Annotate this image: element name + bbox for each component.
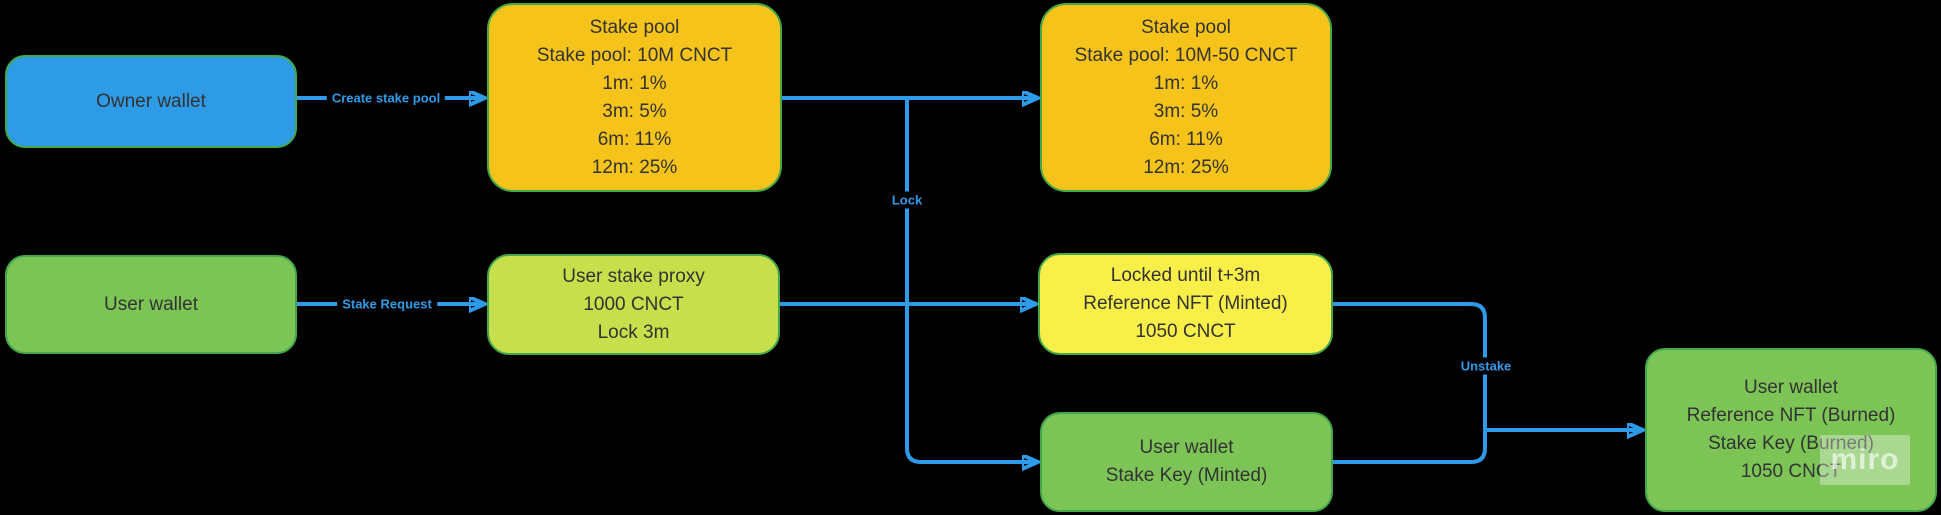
node-text-line: Stake Key (Burned) (1708, 433, 1874, 454)
node-user-wallet-stake-key[interactable]: User wallet Stake Key (Minted) (1040, 412, 1333, 512)
node-text-line: Owner wallet (96, 90, 206, 112)
node-user-wallet[interactable]: User wallet (5, 255, 297, 354)
node-text-line: Lock 3m (597, 321, 670, 343)
edge-unstake-merge-line[interactable] (1333, 302, 1487, 464)
edge-label-stake-request[interactable]: Stake Request (337, 295, 437, 313)
node-text-line: User wallet (104, 293, 198, 315)
node-stake-pool-updated[interactable]: Stake pool Stake pool: 10M-50 CNCT 1m: 1… (1040, 3, 1332, 192)
node-text-line: Stake pool (1141, 16, 1231, 38)
node-locked-stake[interactable]: Locked until t+3m Reference NFT (Minted)… (1038, 253, 1333, 355)
node-text-line: 1050 CNCT (1135, 321, 1236, 342)
node-text-line: 3m: 5% (602, 100, 667, 122)
node-text-line: 3m: 5% (1153, 100, 1219, 122)
node-text-line: User stake proxy (562, 265, 705, 287)
node-text-line: Reference NFT (Burned) (1686, 405, 1896, 426)
node-text-line: 1050 CNCT (1740, 461, 1842, 482)
node-text-line: User wallet (1744, 377, 1838, 398)
node-stake-pool-initial[interactable]: Stake pool Stake pool: 10M CNCT 1m: 1% 3… (487, 3, 782, 192)
node-text-line: 12m: 25% (591, 156, 678, 178)
node-owner-wallet[interactable]: Owner wallet (5, 55, 297, 148)
edge-label-lock[interactable]: Lock (886, 191, 928, 209)
node-text-line: Locked until t+3m (1110, 265, 1261, 286)
node-text-line: 6m: 11% (1149, 128, 1223, 150)
node-text-line: Reference NFT (Minted) (1083, 293, 1288, 314)
node-text-line: 1000 CNCT (583, 293, 684, 315)
node-text-line: Stake pool: 10M CNCT (536, 44, 733, 66)
node-user-stake-proxy[interactable]: User stake proxy 1000 CNCT Lock 3m (487, 254, 780, 355)
node-text-line: Stake pool (589, 16, 680, 38)
edge-label-unstake[interactable]: Unstake (1455, 357, 1517, 375)
node-text-line: 1m: 1% (602, 72, 667, 94)
node-text-line: 12m: 25% (1143, 156, 1229, 178)
edge-lock-line[interactable] (905, 100, 1037, 462)
edge-label-create-stake-pool[interactable]: Create stake pool (326, 89, 446, 107)
node-text-line: Stake pool: 10M-50 CNCT (1074, 44, 1298, 66)
node-user-wallet-unstaked[interactable]: User wallet Reference NFT (Burned) Stake… (1645, 348, 1937, 512)
miro-watermark: miro (1820, 435, 1910, 485)
node-text-line: Stake Key (Minted) (1105, 465, 1268, 486)
node-text-line: User wallet (1139, 437, 1234, 458)
node-text-line: 6m: 11% (597, 128, 672, 150)
node-text-line: 1m: 1% (1153, 72, 1219, 94)
